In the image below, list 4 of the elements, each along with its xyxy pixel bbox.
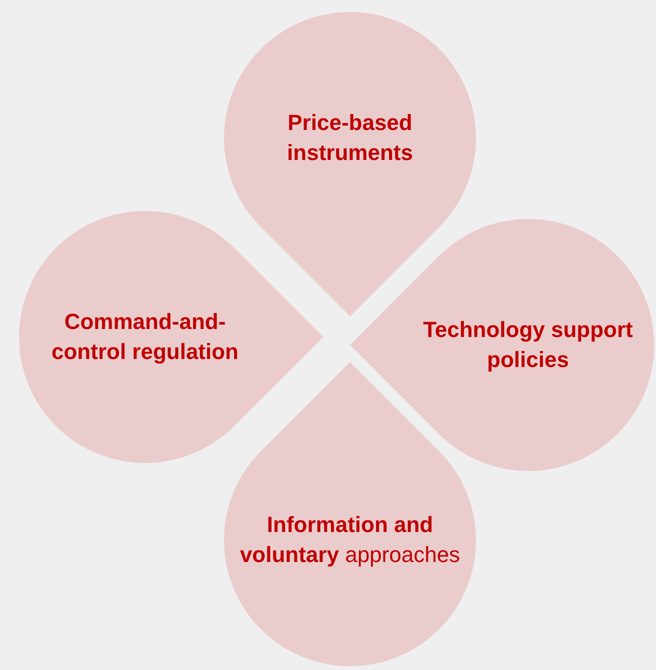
node-label: Price-based instruments [286,109,414,167]
node-label: Information and voluntary approaches [238,510,462,569]
node-label: Command-and-control regulation [50,308,240,366]
node-label: Technology support policies [422,316,634,374]
